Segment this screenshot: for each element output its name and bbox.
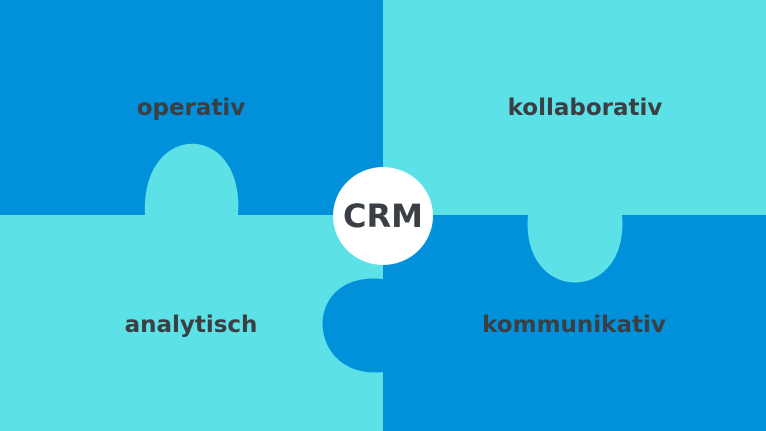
knob-bottom-left xyxy=(144,143,239,215)
label-analytisch: analytisch xyxy=(124,312,258,338)
label-operativ: operativ xyxy=(136,95,246,121)
label-kollaborativ: kollaborativ xyxy=(507,95,663,121)
knob-top-right xyxy=(527,215,623,283)
piece-top-left xyxy=(0,0,443,215)
crm-label: CRM xyxy=(343,197,423,235)
piece-bottom-right xyxy=(322,215,766,431)
piece-bottom-left xyxy=(0,215,383,431)
crm-center-circle: CRM xyxy=(333,167,433,265)
piece-top-right xyxy=(383,0,766,215)
label-kommunikativ: kommunikativ xyxy=(482,312,666,338)
